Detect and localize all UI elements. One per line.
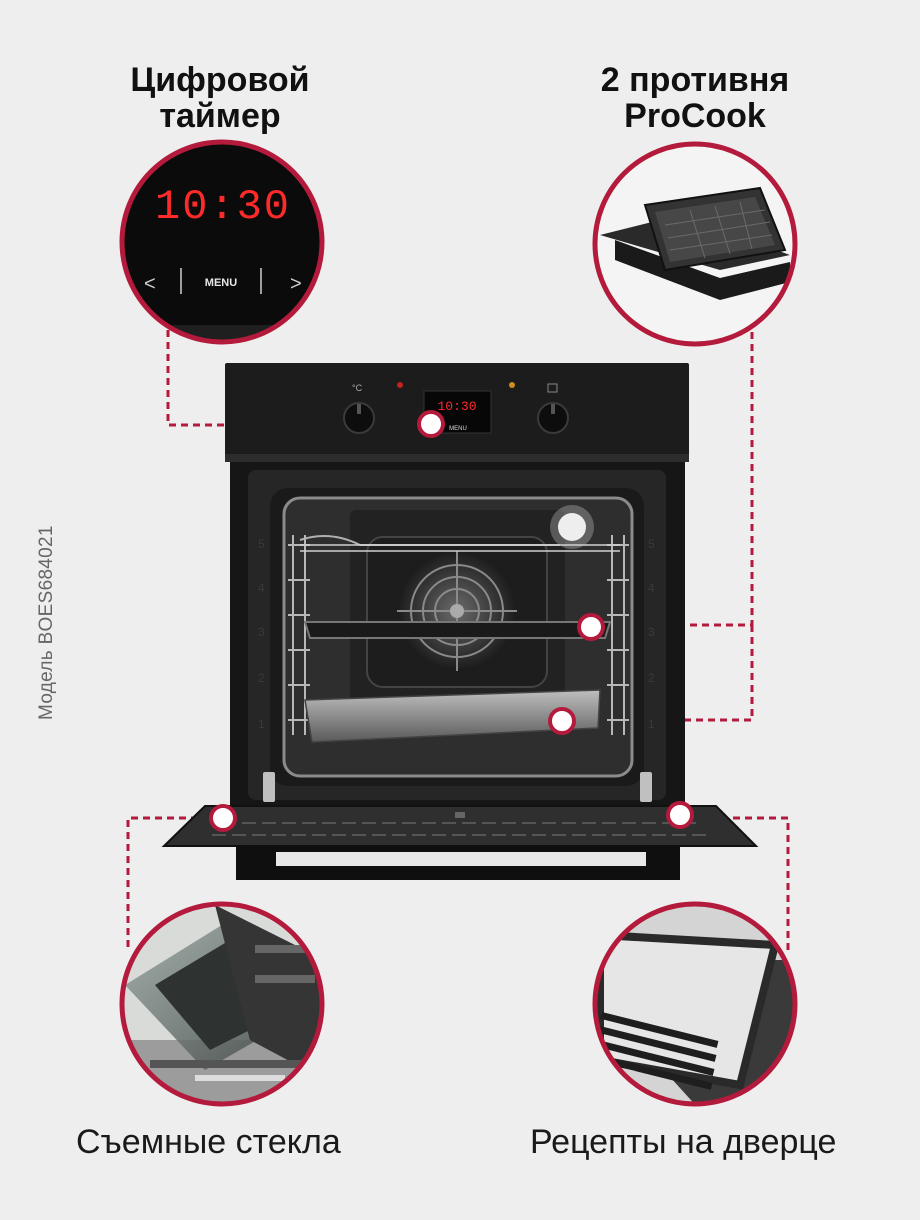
marker-timer[interactable] (417, 410, 445, 438)
svg-text:4: 4 (648, 581, 655, 595)
zoom-circle-glass (119, 901, 325, 1107)
svg-text:1: 1 (258, 717, 265, 731)
svg-text:MENU: MENU (449, 426, 467, 432)
heat-indicator-icon (509, 382, 515, 388)
marker-tray-upper[interactable] (577, 613, 605, 641)
callout-title-timer-line2: таймер (159, 97, 281, 135)
wire-shelf (300, 544, 620, 552)
rack-level-numbers: 5 4 3 2 1 5 4 3 2 1 (258, 537, 655, 731)
function-knob[interactable] (537, 402, 569, 434)
timer-right-arrow-icon[interactable]: > (290, 273, 302, 295)
callout-title-trays-line1: 2 противня (600, 61, 790, 99)
timer-display-time: 10:30 (155, 183, 291, 231)
timer-left-arrow-icon[interactable]: < (144, 273, 156, 295)
power-indicator-icon (397, 382, 403, 388)
zoom-circle-timer: 10:30 < MENU > (119, 139, 325, 345)
temperature-knob[interactable] (343, 402, 375, 434)
oven: °C 10:30 MENU (161, 363, 759, 880)
convection-fan-icon (397, 551, 517, 671)
marker-recipes[interactable] (666, 801, 694, 829)
svg-text:3: 3 (648, 625, 655, 639)
callout-title-timer: Цифровой таймер (110, 62, 330, 134)
svg-text:1: 1 (648, 717, 655, 731)
marker-dots (209, 410, 694, 832)
svg-text:5: 5 (648, 537, 655, 551)
svg-text:°C: °C (352, 383, 363, 393)
svg-text:2: 2 (258, 671, 265, 685)
black-tray (303, 621, 612, 639)
callout-title-timer-line1: Цифровой (130, 61, 310, 99)
svg-text:4: 4 (258, 581, 265, 595)
timer-menu-button[interactable]: MENU (205, 277, 237, 289)
callout-title-trays-line2: ProCook (624, 97, 766, 135)
callout-title-glass: Съемные стекла (76, 1123, 341, 1161)
marker-glass[interactable] (209, 804, 237, 832)
silver-tray (304, 689, 601, 743)
callout-title-trays: 2 противня ProCook (575, 62, 815, 134)
zoom-circle-trays (592, 141, 798, 347)
recipe-table (595, 1011, 719, 1090)
oven-display-time: 10:30 (437, 399, 476, 414)
callout-title-recipes: Рецепты на дверце (530, 1123, 837, 1161)
svg-text:5: 5 (258, 537, 265, 551)
svg-text:3: 3 (258, 625, 265, 639)
marker-tray-lower[interactable] (548, 707, 576, 735)
oven-light-icon (558, 513, 586, 541)
svg-text:2: 2 (648, 671, 655, 685)
zoom-circle-recipes (592, 901, 798, 1107)
